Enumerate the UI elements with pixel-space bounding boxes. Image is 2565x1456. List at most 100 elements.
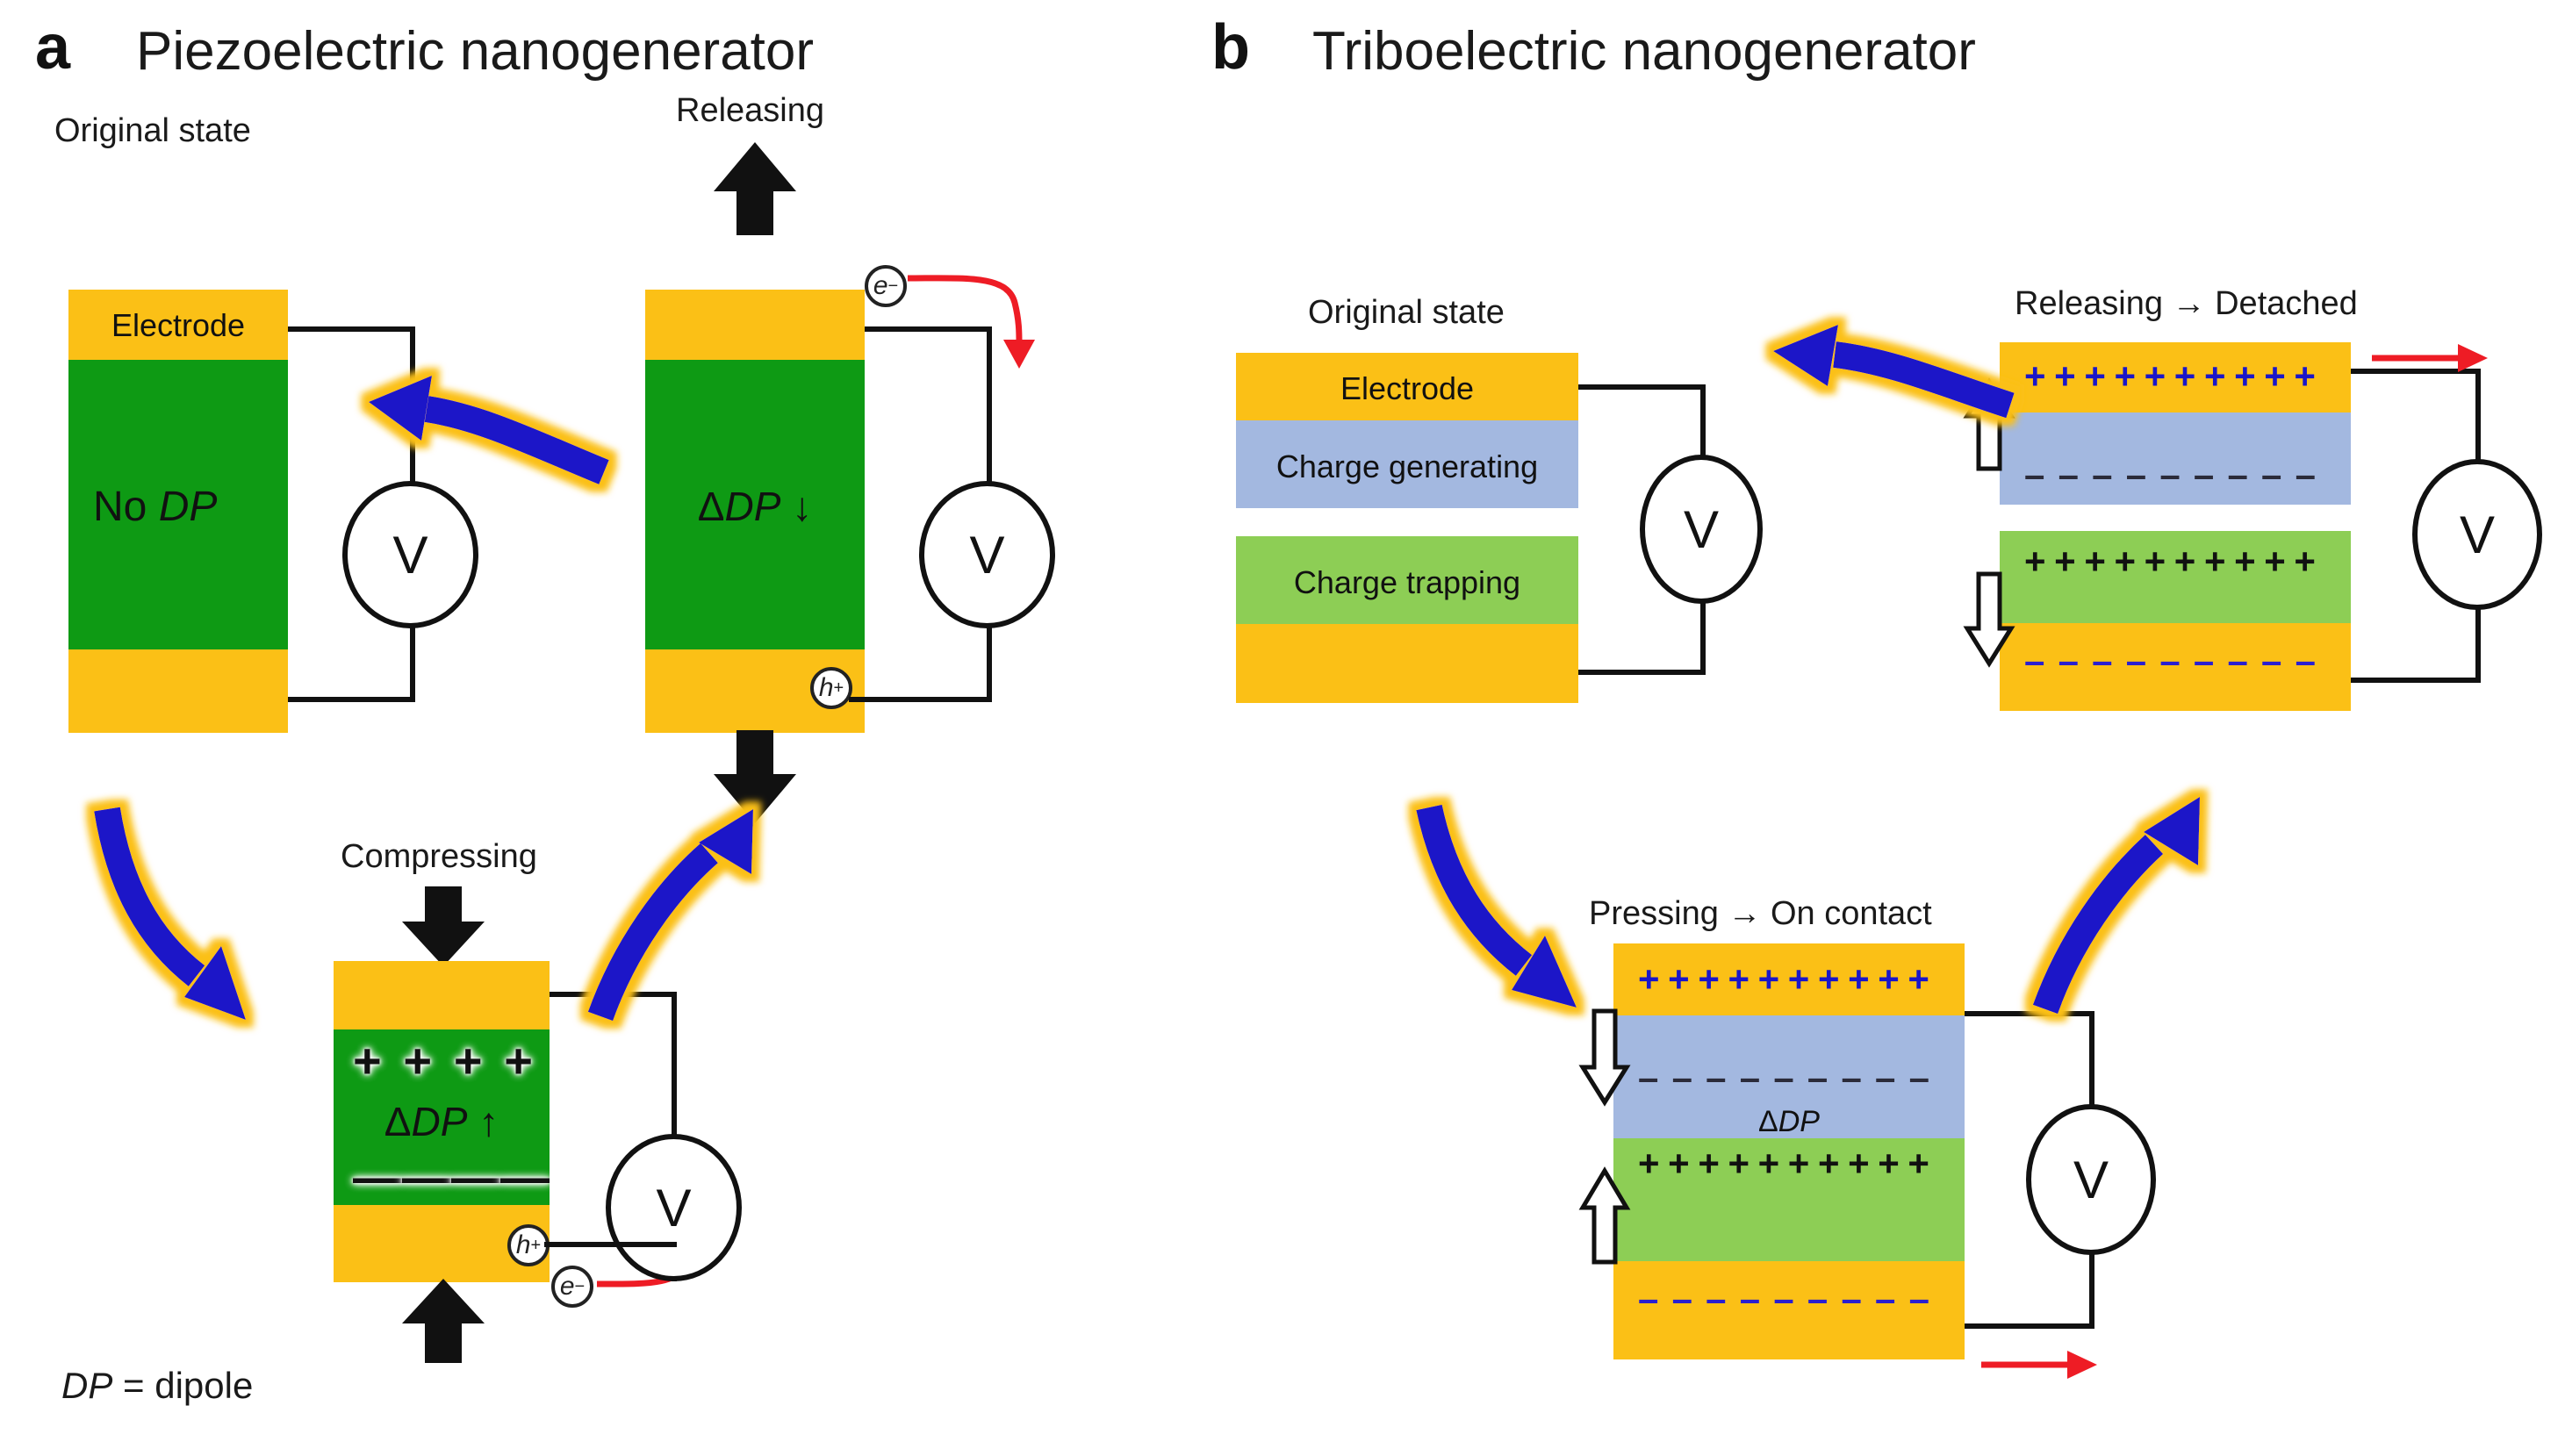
plus-sign: + [353, 1033, 382, 1088]
voltmeter-a-compressing: V [606, 1134, 742, 1281]
positive-charge-row-electrode-b-detached: + + + + + + + + + + [2024, 358, 2316, 395]
minus-sign: – [2159, 640, 2181, 681]
plus-sign: + [1848, 958, 1870, 1000]
plus-sign: + [1757, 958, 1780, 1000]
negative-charge-row-electrode-b-oncontact: – – – – – – – – – [1638, 1280, 1929, 1317]
wire-bottom-a-original [288, 697, 415, 702]
charge-trapping-label-b-original: Charge trapping [1293, 564, 1521, 600]
wire-top-a-original [288, 326, 415, 332]
electrode-bottom-a-original [68, 649, 288, 733]
plus-sign: + [2114, 541, 2136, 582]
cycle-arrow-releasing-to-original [369, 376, 609, 484]
hole-sup-a-releasing: + [833, 678, 844, 698]
no-dp-prefix: No [93, 484, 159, 530]
plus-sign: + [1698, 958, 1720, 1000]
plus-sign: + [2264, 355, 2286, 397]
wire-bottom-b-original [1578, 670, 1706, 675]
wire-right-bottom-b-oncontact [2089, 1251, 2094, 1328]
current-arrow-red-a-releasing [907, 275, 1035, 369]
positive-charge-row-trapping-b-detached: + + + + + + + + + + [2024, 543, 2316, 580]
minus-sign: – [1908, 1057, 1929, 1098]
charge-generating-layer-b-oncontact: – – – – – – – – – ΔDP [1613, 1015, 1965, 1138]
no-dp-label: No DP [93, 483, 217, 531]
minus-sign: – [1671, 1278, 1692, 1319]
plus-sign: + [2024, 541, 2046, 582]
voltmeter-a-original: V [342, 481, 478, 628]
minus-sign: – [1739, 1057, 1761, 1098]
wire-top-a-releasing [865, 326, 992, 332]
minus-sign: – [2159, 454, 2181, 495]
electron-letter-a-compressing: e [559, 1272, 575, 1301]
minus-sign: – [2261, 454, 2282, 495]
cycle-arrow-oncontact-to-detached [2032, 797, 2200, 1015]
panel-a-letter: a [35, 12, 71, 82]
negative-charge-row-a-compressing: — — — — [353, 1152, 550, 1201]
electrode-top-b-original: Electrode [1236, 353, 1578, 420]
voltmeter-b-oncontact: V [2026, 1104, 2156, 1255]
plus-sign: + [2144, 355, 2166, 397]
minus-sign: – [1841, 1057, 1862, 1098]
minus-sign: – [1807, 1278, 1829, 1319]
electrode-bottom-b-detached: – – – – – – – – – [2000, 623, 2351, 711]
electrode-top-a-releasing [645, 290, 865, 360]
minus-sign: — [500, 1149, 550, 1204]
minus-sign: – [1773, 1057, 1794, 1098]
charge-trapping-layer-b-original: Charge trapping [1236, 536, 1578, 624]
minus-sign: – [1908, 1278, 1929, 1319]
plus-sign: + [1728, 1143, 1750, 1184]
wire-right-bottom-b-original [1700, 600, 1706, 675]
electrode-bottom-b-original [1236, 624, 1578, 703]
plus-sign: + [1908, 958, 1929, 1000]
panel-b-title: Triboelectric nanogenerator [1312, 21, 1976, 82]
caption-releasing-a: Releasing [676, 92, 824, 129]
plus-sign: + [2144, 541, 2166, 582]
piezo-layer-a-releasing: ΔDP ↓ [645, 360, 865, 649]
plus-sign: + [1787, 958, 1810, 1000]
wire-bottom-a-releasing [849, 697, 992, 702]
minus-sign: – [2227, 640, 2248, 681]
positive-charge-row-a-compressing: + + + + [353, 1036, 533, 1086]
hole-bubble-a-compressing: h+ [507, 1224, 550, 1266]
press-arrow-up-icon-b-oncontact [1578, 1166, 1631, 1265]
plus-sign: + [2173, 355, 2196, 397]
positive-charge-row-electrode-b-oncontact: + + + + + + + + + + [1638, 961, 1929, 998]
plus-sign: + [2294, 541, 2316, 582]
plus-sign: + [2024, 355, 2046, 397]
wire-right-bottom-a-compressing [672, 1277, 677, 1281]
plus-sign: + [1728, 958, 1750, 1000]
plus-sign: + [1878, 958, 1900, 1000]
plus-sign: + [2203, 355, 2226, 397]
dp-arrow-a-compressing: ↑ [467, 1099, 499, 1144]
minus-sign: – [2092, 454, 2113, 495]
minus-sign: – [1638, 1057, 1659, 1098]
wire-top-b-detached [2351, 369, 2481, 374]
minus-sign: – [2058, 640, 2079, 681]
charge-generating-layer-b-detached: – – – – – – – – – [2000, 412, 2351, 505]
minus-sign: – [2193, 454, 2215, 495]
minus-sign: – [2227, 454, 2248, 495]
minus-sign: – [2295, 640, 2316, 681]
minus-sign: – [2058, 454, 2079, 495]
wire-right-bottom-a-releasing [987, 625, 992, 702]
charge-generating-label-b-original: Charge generating [1275, 448, 1539, 484]
press-arrow-down-icon-b-oncontact [1578, 1008, 1631, 1107]
wire-right-top-b-original [1700, 384, 1706, 459]
plus-sign: + [1787, 1143, 1810, 1184]
negative-charge-row-generating-b-oncontact: – – – – – – – – – [1638, 1059, 1929, 1096]
wire-bottom-b-detached [2351, 678, 2481, 683]
no-dp-italic: DP [158, 484, 218, 530]
plus-sign: + [2084, 355, 2106, 397]
minus-sign: – [1807, 1057, 1829, 1098]
wire-right-bottom-b-detached [2475, 606, 2481, 683]
minus-sign: – [1671, 1057, 1692, 1098]
caption-detached-b: Releasing → Detached [2015, 285, 2358, 322]
footnote-dp-dipole: DP = dipole [61, 1365, 253, 1407]
minus-sign: – [2295, 454, 2316, 495]
delta-dp-label-b-oncontact: ΔDP [1613, 1105, 1965, 1139]
minus-sign: – [1875, 1278, 1896, 1319]
electrode-top-b-detached: + + + + + + + + + + [2000, 342, 2351, 412]
dp-italic-a-compressing: DP [411, 1099, 468, 1144]
plus-sign: + [2234, 541, 2256, 582]
negative-charge-row-generating-b-detached: – – – – – – – – – [2024, 456, 2316, 493]
electrode-top-a-original: Electrode [68, 290, 288, 360]
